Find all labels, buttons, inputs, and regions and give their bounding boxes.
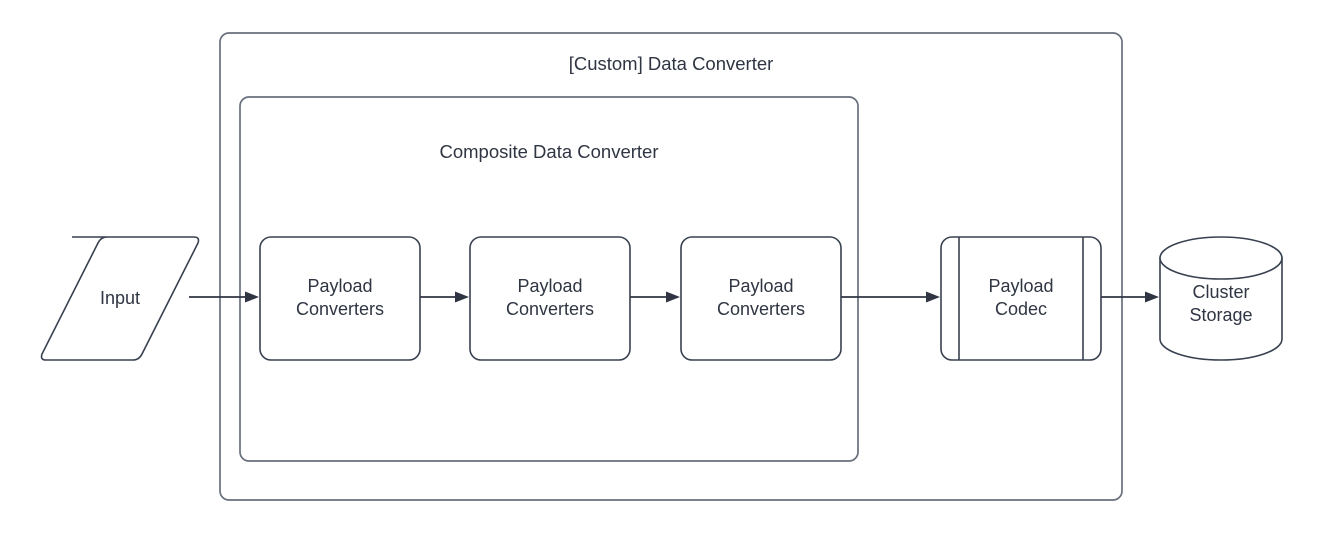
node-input[interactable] <box>40 236 200 361</box>
edge-codec-to-storage <box>1101 291 1159 303</box>
edge-pc1-to-pc2 <box>420 291 469 303</box>
node-payload-converters-1[interactable] <box>259 236 421 361</box>
container-custom-data-converter[interactable] <box>219 32 1123 501</box>
edge-input-to-pc1 <box>189 291 259 303</box>
edge-pc2-to-pc3 <box>630 291 680 303</box>
node-cluster-storage[interactable] <box>1159 236 1283 361</box>
cylinder-top-ellipse <box>1159 236 1283 280</box>
node-payload-converters-3[interactable] <box>680 236 842 361</box>
container-composite-data-converter[interactable] <box>239 96 859 462</box>
edge-pc3-to-codec <box>841 291 940 303</box>
node-payload-converters-2[interactable] <box>469 236 631 361</box>
node-payload-codec[interactable] <box>940 236 1102 361</box>
